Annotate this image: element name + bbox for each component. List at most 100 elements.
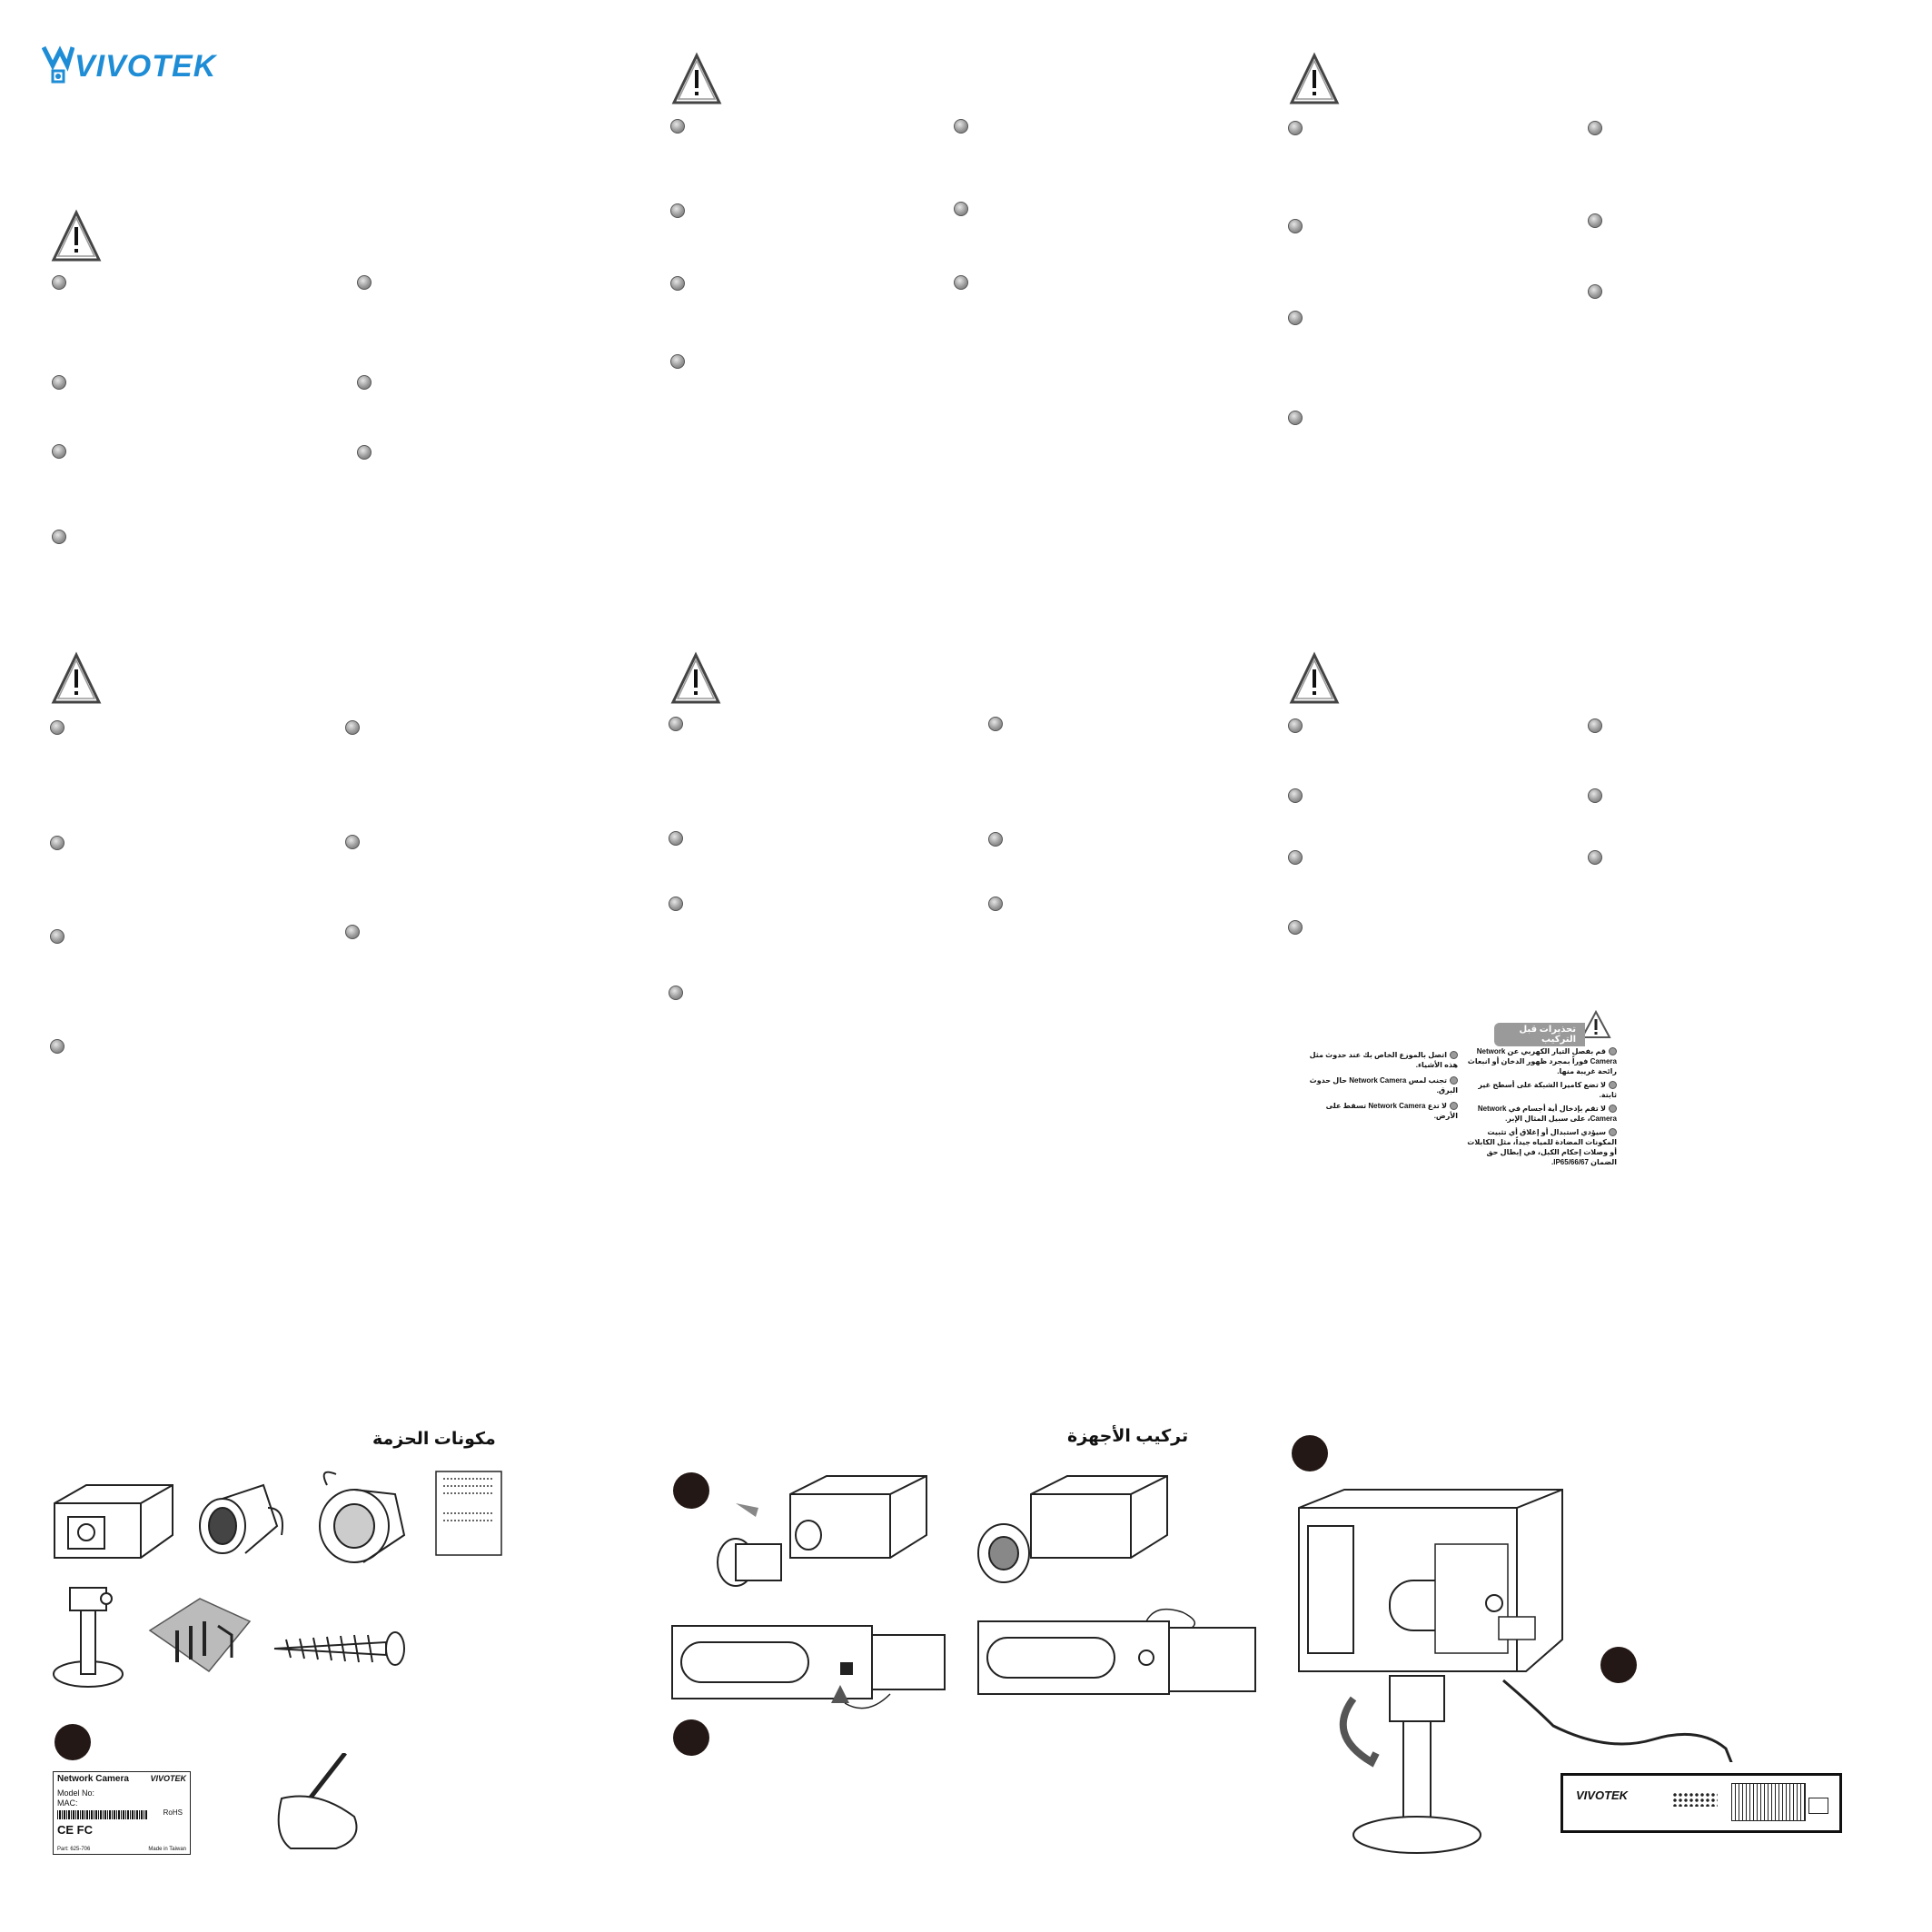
- camera-body-illustration: [54, 1484, 173, 1559]
- poe-switch: VIVOTEK: [1560, 1773, 1842, 1833]
- pre-install-title: تحذيرات قبل التركيب: [1494, 1023, 1585, 1046]
- bullet-dot-icon: [1450, 1051, 1458, 1060]
- bullet-dot-icon: [345, 925, 360, 939]
- label-brand: VIVOTEK: [150, 1774, 186, 1783]
- bullet-dot-icon: [1588, 850, 1602, 865]
- bullet-dot-icon: [670, 276, 685, 291]
- bullet-dot-icon: [52, 375, 66, 390]
- warning-right-1: قم بفصل التيار الكهربي عن Network Camera…: [1467, 1047, 1617, 1075]
- bullet-dot-icon: [357, 445, 372, 460]
- bullet-dot-icon: [357, 275, 372, 290]
- warning-triangle-icon: [670, 651, 721, 704]
- bullet-dot-icon: [1609, 1081, 1617, 1090]
- barcode: [57, 1810, 148, 1819]
- camera-mount-illustration: [1298, 1489, 1563, 1854]
- hand-writing-illustration: [277, 1753, 358, 1849]
- bullet-dot-icon: [1609, 1105, 1617, 1114]
- label-mac: MAC:: [57, 1798, 78, 1808]
- bullet-dot-icon: [954, 275, 968, 290]
- bullet-dot-icon: [670, 354, 685, 369]
- step-number-icon: [1600, 1647, 1637, 1683]
- step-number-icon: [673, 1719, 709, 1756]
- quick-guide-illustration: [435, 1471, 502, 1556]
- bullet-dot-icon: [669, 897, 683, 911]
- switch-brand: VIVOTEK: [1576, 1788, 1629, 1802]
- bullet-dot-icon: [670, 119, 685, 134]
- bullet-dot-icon: [954, 202, 968, 216]
- bullet-dot-icon: [1288, 411, 1303, 425]
- bullet-dot-icon: [345, 835, 360, 849]
- bullet-dot-icon: [1588, 788, 1602, 803]
- warning-triangle-icon: [671, 52, 722, 104]
- switch-sfp: [1808, 1798, 1828, 1814]
- bullet-dot-icon: [1288, 219, 1303, 233]
- warning-right-4: سيؤدي استبدال أو إغلاق أي تثبيت المكونات…: [1467, 1128, 1617, 1166]
- bullet-dot-icon: [988, 897, 1003, 911]
- camera-side-view-2: [977, 1608, 1256, 1695]
- bullet-dot-icon: [1588, 718, 1602, 733]
- label-rohs: RoHS: [163, 1808, 183, 1817]
- bullet-dot-icon: [50, 836, 64, 850]
- bullet-dot-icon: [1450, 1076, 1458, 1085]
- warning-triangle-icon: [1289, 52, 1340, 104]
- label-model: Model No:: [57, 1788, 95, 1798]
- label-product: Network Camera: [57, 1774, 129, 1784]
- bullet-dot-icon: [1588, 284, 1602, 299]
- bullet-dot-icon: [988, 832, 1003, 847]
- step-number-icon: [1292, 1435, 1328, 1471]
- bullet-dot-icon: [50, 720, 64, 735]
- switch-leds: [1672, 1792, 1718, 1807]
- bullet-dot-icon: [52, 275, 66, 290]
- bullet-dot-icon: [50, 929, 64, 944]
- warning-triangle-icon: [51, 209, 102, 262]
- bullet-dot-icon: [670, 203, 685, 218]
- warning-left-2: تجنب لمس Network Camera حال حدوث البرق.: [1309, 1076, 1458, 1095]
- hardware-install-title: تركيب الأجهزة: [1067, 1427, 1189, 1446]
- bullet-dot-icon: [52, 444, 66, 459]
- bullet-dot-icon: [345, 720, 360, 735]
- camera-side-view-1: [671, 1625, 946, 1709]
- step-number-icon: [673, 1472, 709, 1509]
- pre-install-warnings: تحذيرات قبل التركيب قم بفصل التيار الكهر…: [1308, 1010, 1617, 1166]
- step-number-icon: [54, 1724, 91, 1760]
- bullet-dot-icon: [50, 1039, 64, 1054]
- bullet-dot-icon: [1588, 121, 1602, 135]
- warning-right-2: لا تضع كاميرا الشبكة على أسطح غير ثابتة.: [1478, 1081, 1617, 1099]
- lens-attach-step1: [717, 1475, 927, 1587]
- label-part: Part: 625-706: [57, 1847, 91, 1852]
- bullet-dot-icon: [1288, 850, 1303, 865]
- warning-triangle-icon: [51, 651, 102, 704]
- label-origin: Made in Taiwan: [148, 1847, 186, 1852]
- warning-triangle-icon: [1289, 651, 1340, 704]
- bullet-dot-icon: [357, 375, 372, 390]
- bullet-dot-icon: [1288, 121, 1303, 135]
- bullet-dot-icon: [1609, 1047, 1617, 1056]
- vivotek-logo-icon: [42, 45, 74, 84]
- warning-left-3: لا تدع Network Camera تسقط على الأرض.: [1325, 1102, 1458, 1120]
- camera-stand-illustration: [53, 1587, 124, 1688]
- bullet-dot-icon: [1288, 788, 1303, 803]
- bullet-dot-icon: [1288, 920, 1303, 935]
- bullet-dot-icon: [954, 119, 968, 134]
- lens-ring-illustration: [319, 1471, 406, 1563]
- long-screw-illustration: [273, 1631, 405, 1666]
- bullet-dot-icon: [669, 717, 683, 731]
- lens-illustration: [199, 1483, 283, 1554]
- cable-illustration: [1502, 1679, 1733, 1762]
- label-marks: CE FC: [57, 1823, 93, 1837]
- warning-triangle-icon: [1580, 1010, 1611, 1038]
- bullet-dot-icon: [1588, 213, 1602, 228]
- warning-left-1: اتصل بالموزع الخاص بك عند حدوث مثل هذه ا…: [1309, 1051, 1458, 1069]
- bullet-dot-icon: [52, 530, 66, 544]
- product-label: Network Camera VIVOTEK Model No: MAC: Ro…: [53, 1771, 191, 1855]
- screw-kit-illustration: [148, 1598, 252, 1673]
- vivotek-logo: VIVOTEK: [42, 42, 223, 87]
- bullet-dot-icon: [669, 986, 683, 1000]
- bullet-dot-icon: [1609, 1128, 1617, 1137]
- bullet-dot-icon: [1288, 311, 1303, 325]
- bullet-dot-icon: [988, 717, 1003, 731]
- bullet-dot-icon: [1450, 1102, 1458, 1111]
- warning-right-3: لا تقم بإدخال أية أجسام في Network Camer…: [1477, 1105, 1617, 1123]
- package-contents-title: مكونات الحزمة: [372, 1430, 496, 1449]
- lens-attach-step2: [977, 1475, 1168, 1583]
